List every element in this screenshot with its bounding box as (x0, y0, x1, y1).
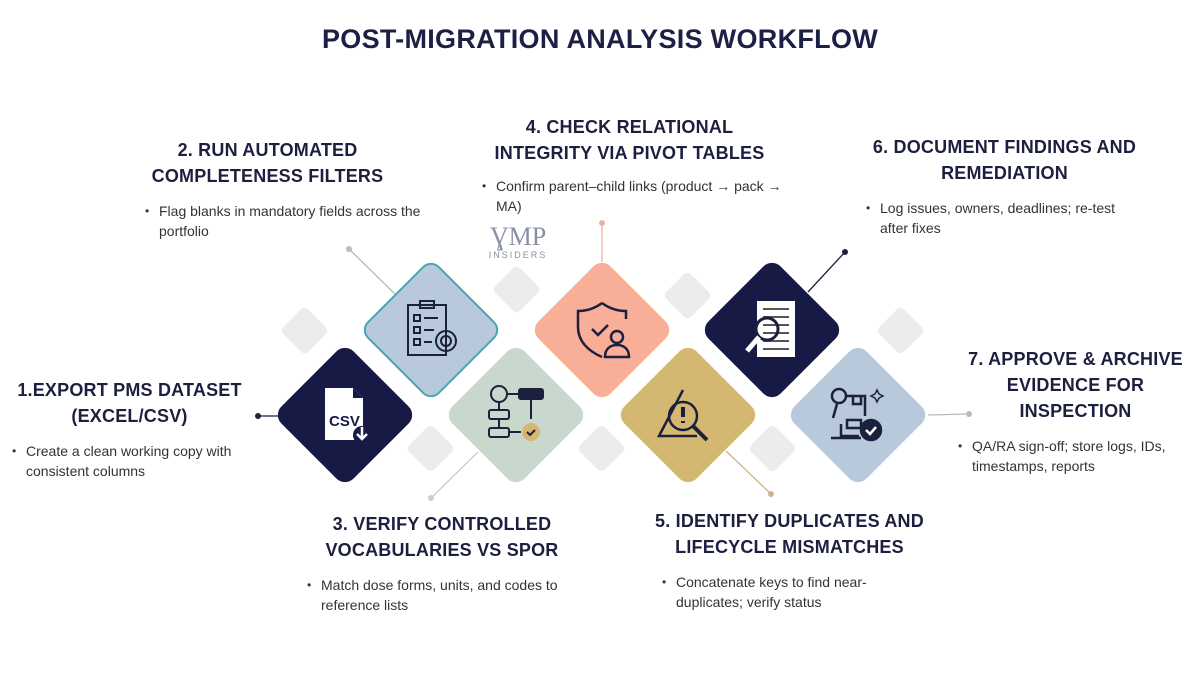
step-heading: 5. IDENTIFY DUPLICATES AND LIFECYCLE MIS… (655, 511, 924, 557)
csv-download-icon: CSV (325, 388, 371, 444)
page-title: POST-MIGRATION ANALYSIS WORKFLOW (321, 24, 879, 54)
step-bullet: Create a clean working copy with consist… (12, 441, 262, 481)
checklist-gear-icon (407, 300, 457, 356)
step-heading: 4. CHECK RELATIONAL INTEGRITY VIA PIVOT … (494, 117, 765, 163)
step-heading: 1.EXPORT PMS DATASET (EXCEL/CSV) (17, 380, 242, 426)
warning-search-icon (656, 389, 709, 442)
step-heading: 2. RUN AUTOMATED COMPLETENESS FILTERS (151, 140, 384, 186)
svg-text:CSV: CSV (329, 413, 360, 430)
step-7: 7. APPROVE & ARCHIVE EVIDENCE FOR INSPEC… (958, 346, 1193, 476)
step-3: 3. VERIFY CONTROLLED VOCABULARIES VS SPO… (307, 511, 592, 615)
step-bullet: Confirm parent–child links (product → pa… (482, 176, 782, 216)
step-heading: 7. APPROVE & ARCHIVE EVIDENCE FOR INSPEC… (968, 349, 1183, 421)
step-heading: 6. DOCUMENT FINDINGS AND REMEDIATION (872, 137, 1137, 183)
step-5: 5. IDENTIFY DUPLICATES AND LIFECYCLE MIS… (642, 508, 942, 612)
step-2: 2. RUN AUTOMATED COMPLETENESS FILTERS Fl… (145, 137, 425, 241)
step-bullet: Flag blanks in mandatory fields across t… (145, 201, 425, 241)
step-1: 1.EXPORT PMS DATASET (EXCEL/CSV) Create … (12, 377, 262, 481)
archive-approve-icon (830, 387, 885, 442)
step-bullet: QA/RA sign-off; store logs, IDs, timesta… (958, 436, 1183, 476)
step-bullet: Concatenate keys to find near-duplicates… (662, 572, 892, 612)
shield-user-icon (576, 301, 631, 359)
step-bullet: Log issues, owners, deadlines; re-test a… (866, 198, 1146, 238)
step-4: 4. CHECK RELATIONAL INTEGRITY VIA PIVOT … (482, 114, 782, 216)
step-bullet: Match dose forms, units, and codes to re… (307, 575, 592, 615)
step-heading: 3. VERIFY CONTROLLED VOCABULARIES VS SPO… (325, 514, 559, 560)
document-search-icon (745, 301, 795, 357)
workflow-check-icon (488, 385, 544, 441)
step-6: 6. DOCUMENT FINDINGS AND REMEDIATION Log… (862, 134, 1147, 238)
